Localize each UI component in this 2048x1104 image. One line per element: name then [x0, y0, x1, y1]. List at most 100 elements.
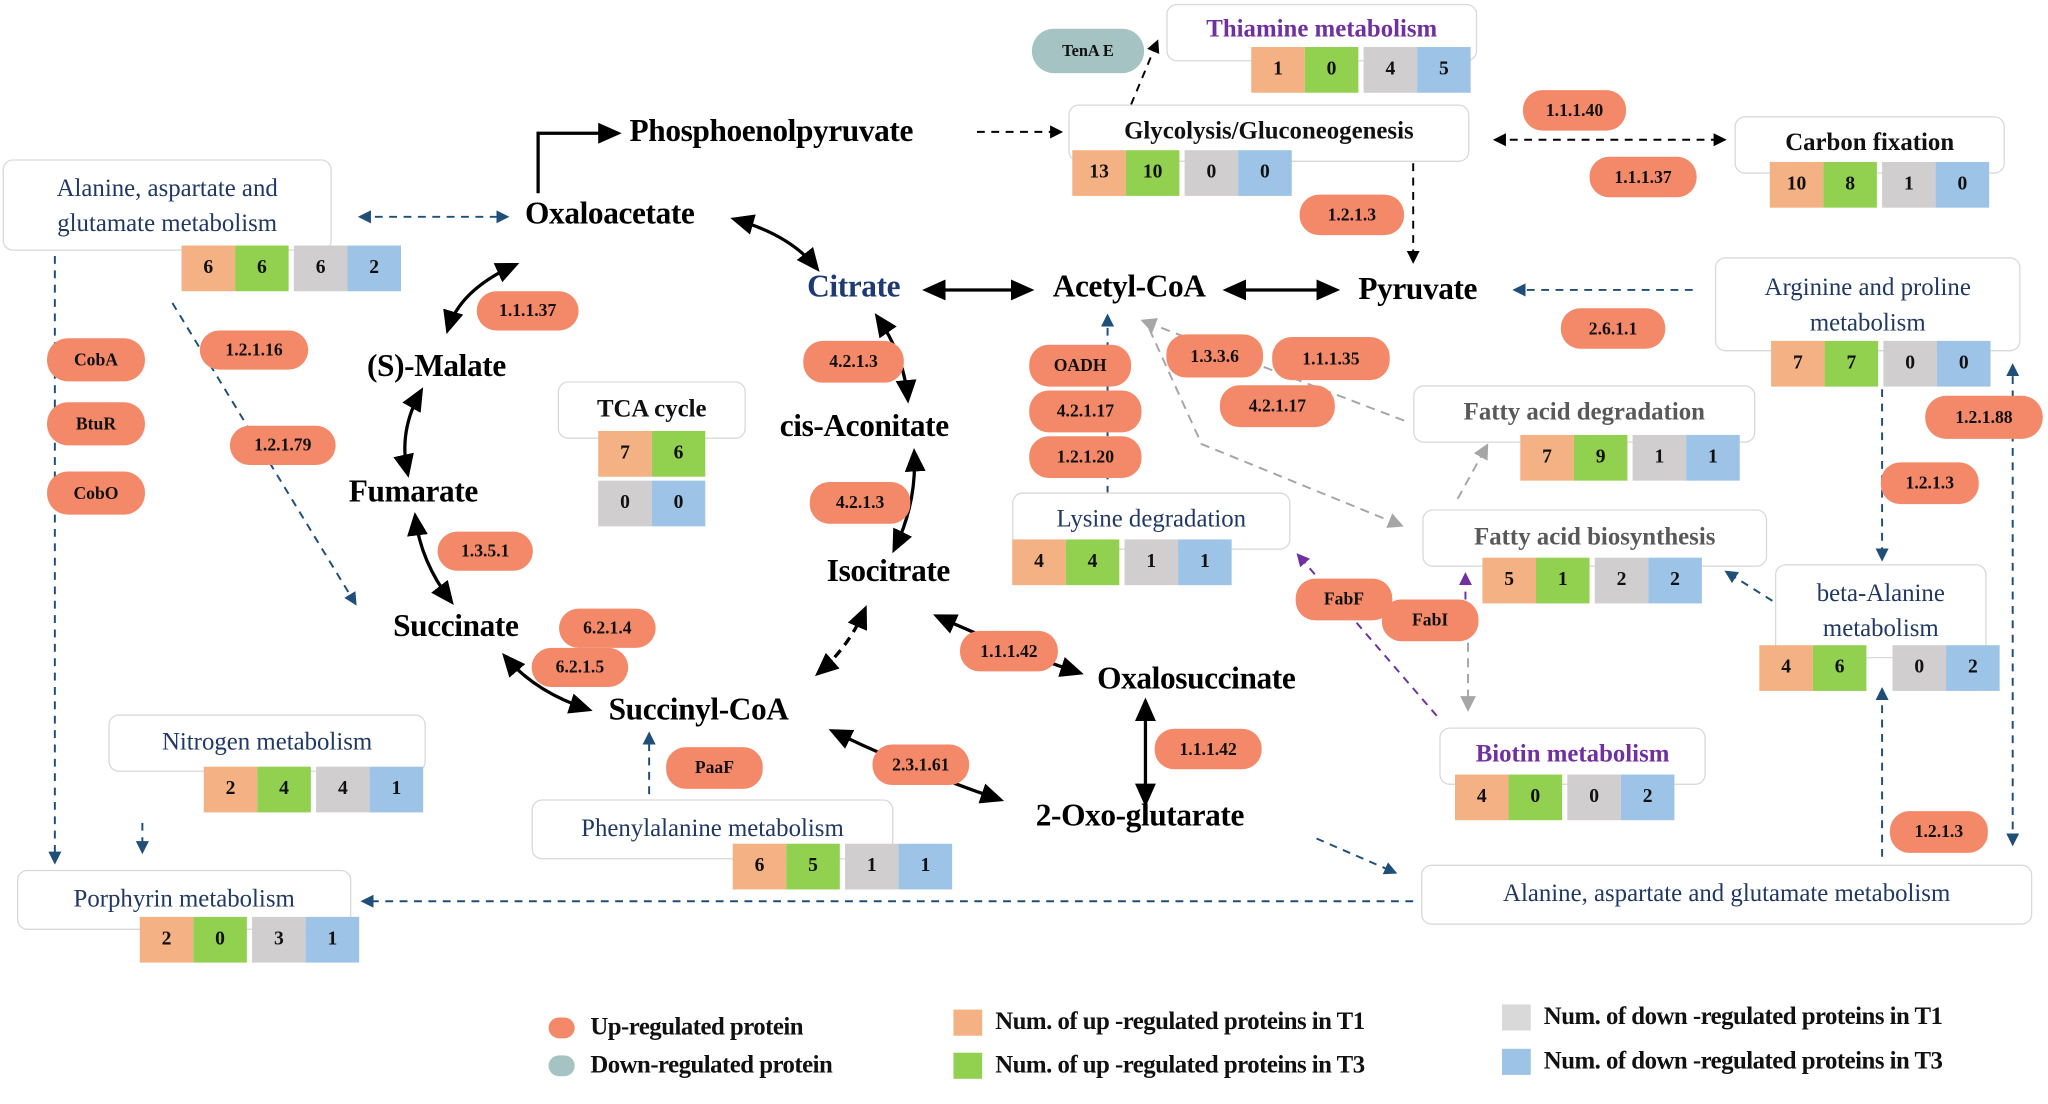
count-cells-beta-alanine: 4 6 0 2	[1759, 645, 2000, 691]
enzyme-pill[interactable]: 1.1.1.37	[476, 291, 579, 331]
count-up-t1: 7	[1771, 340, 1825, 387]
count-up-t1: 2	[203, 766, 258, 813]
arrow-malate-fumarate	[393, 387, 424, 478]
count-down-t3: 2	[1620, 774, 1675, 821]
enzyme-pill-fabi[interactable]: FabI	[1381, 599, 1479, 642]
count-up-t1: 2	[139, 916, 194, 963]
count-down-t1: 6	[293, 245, 348, 292]
pathway-alanine-aspartate-glutamate[interactable]: Alanine, aspartate and glutamate metabol…	[2, 159, 332, 251]
enzyme-pill[interactable]: 1.2.1.3	[1880, 462, 1979, 505]
count-up-t3: 9	[1573, 434, 1628, 481]
arrow-oxoglutarate-alanine	[1316, 837, 1398, 875]
metabolite-isocitrate: Isocitrate	[826, 555, 951, 590]
count-up-t1: 7	[598, 431, 652, 477]
enzyme-pill[interactable]: 1.2.1.79	[229, 425, 336, 465]
enzyme-pill[interactable]: 1.2.1.20	[1029, 436, 1142, 479]
count-up-t3: 6	[651, 431, 706, 477]
enzyme-pill[interactable]: 1.3.5.1	[437, 531, 533, 571]
pathway-title-line1: Alanine, aspartate and	[56, 175, 278, 203]
pathway-title-line1: Arginine and proline	[1764, 274, 1971, 302]
count-down-t3: 1	[305, 916, 360, 963]
pathway-alanine-aspartate-glutamate-bottom[interactable]: Alanine, aspartate and glutamate metabol…	[1421, 864, 2033, 925]
arrow-oxaloacetate-pep	[536, 122, 622, 194]
arrow-cisaconitate-isocitrate	[892, 447, 926, 554]
pathway-beta-alanine[interactable]: beta-Alanine metabolism	[1774, 564, 1987, 659]
count-down-t3: 5	[1417, 47, 1471, 93]
enzyme-pill[interactable]: 4.2.1.17	[1219, 385, 1335, 428]
count-down-t1: 3	[252, 916, 306, 963]
enzyme-pill-coba[interactable]: CobA	[47, 338, 145, 382]
enzyme-pill[interactable]: 1.2.1.3	[1299, 194, 1405, 236]
metabolite-pyruvate: Pyruvate	[1358, 272, 1478, 307]
legend-label: Num. of down -regulated proteins in T3	[1543, 1047, 1943, 1075]
arrow-glycolysis-thiamine	[1130, 39, 1160, 105]
legend-swatch-up-t1	[953, 1009, 983, 1036]
enzyme-pill[interactable]: 2.3.1.61	[872, 744, 970, 785]
enzyme-pill-fabf[interactable]: FabF	[1295, 578, 1393, 621]
count-up-t3: 0	[1508, 774, 1563, 821]
enzyme-pill[interactable]: 1.2.1.3	[1889, 811, 1988, 853]
enzyme-pill[interactable]: 1.1.1.35	[1272, 336, 1390, 381]
pathway-nitrogen-metabolism[interactable]: Nitrogen metabolism	[108, 714, 426, 772]
enzyme-pill[interactable]: 4.2.1.3	[803, 340, 904, 383]
enzyme-pill[interactable]: 4.2.1.3	[809, 481, 911, 524]
arrow-succinate-succinylcoa	[502, 652, 593, 714]
enzyme-pill[interactable]: 4.2.1.17	[1029, 390, 1142, 433]
enzyme-pill[interactable]: 2.6.1.1	[1560, 308, 1666, 349]
arrow-oxaloacetate-citrate	[730, 214, 820, 272]
count-down-t1: 0	[1567, 774, 1621, 821]
legend-label: Num. of up -regulated proteins in T3	[995, 1051, 1365, 1079]
pathway-fatty-acid-degradation[interactable]: Fatty acid degradation	[1413, 385, 1756, 443]
enzyme-pill-oadh[interactable]: OADH	[1029, 344, 1132, 387]
count-down-t1: 1	[845, 843, 899, 890]
enzyme-pill[interactable]: 1.2.1.16	[199, 330, 309, 370]
enzyme-pill[interactable]: 6.2.1.5	[531, 647, 629, 688]
pathway-arginine-proline[interactable]: Arginine and proline metabolism	[1714, 257, 2021, 352]
count-cells-thiamine: 1 0 4 5	[1251, 47, 1471, 93]
count-down-t3: 0	[1238, 150, 1292, 196]
legend-up-t1: Num. of up -regulated proteins in T1	[953, 1008, 1365, 1037]
count-down-t1: 1	[1124, 539, 1179, 586]
count-up-t1: 6	[732, 843, 787, 890]
count-down-t3: 2	[1648, 557, 1702, 604]
legend-swatch-up-t3	[953, 1052, 983, 1079]
legend-swatch-down-protein	[548, 1055, 575, 1077]
count-up-t3: 4	[1065, 539, 1120, 586]
legend-up-regulated-protein: Up-regulated protein	[548, 1014, 804, 1043]
count-cells-fatty-deg: 7 9 1 1	[1520, 434, 1740, 481]
arrow-oxaloacetate-malate	[443, 262, 520, 335]
arrow-fumarate-succinate	[407, 512, 454, 605]
count-down-t1: 1	[1632, 434, 1687, 481]
legend-label: Down-regulated protein	[590, 1051, 833, 1079]
enzyme-pill[interactable]: 1.3.3.6	[1166, 334, 1263, 378]
legend-down-t1: Num. of down -regulated proteins in T1	[1502, 1003, 1943, 1032]
enzyme-pill[interactable]: 1.1.1.37	[1589, 156, 1697, 198]
enzyme-pill[interactable]: 1.1.1.42	[959, 630, 1058, 672]
metabolite-2-oxo-glutarate: 2-Oxo-glutarate	[1035, 799, 1245, 834]
count-up-t1: 7	[1520, 434, 1574, 481]
enzyme-pill[interactable]: 1.1.1.42	[1154, 728, 1262, 770]
enzyme-pill-btur[interactable]: BtuR	[47, 402, 145, 446]
count-cells-phenylalanine: 6 5 1 1	[732, 843, 953, 890]
enzyme-pill[interactable]: 6.2.1.4	[559, 608, 656, 648]
pathway-phenylalanine-metabolism[interactable]: Phenylalanine metabolism	[531, 799, 894, 860]
count-cells-arginine: 7 7 0 0	[1771, 340, 1991, 387]
count-up-t3: 0	[1304, 47, 1359, 93]
enzyme-pill[interactable]: 1.1.1.40	[1522, 90, 1627, 131]
enzyme-pill-paaf[interactable]: PaaF	[666, 747, 763, 789]
enzyme-pill-tenae[interactable]: TenA E	[1031, 28, 1145, 74]
enzyme-pill[interactable]: 1.2.1.88	[1925, 395, 2043, 439]
count-down-t3: 1	[1686, 434, 1740, 481]
count-cells-biotin: 4 0 0 2	[1454, 774, 1675, 821]
count-down-t1: 0	[1892, 645, 1947, 691]
pathway-fatty-acid-biosynthesis[interactable]: Fatty acid biosynthesis	[1422, 509, 1768, 567]
metabolite-phosphoenolpyruvate: Phosphoenolpyruvate	[629, 114, 914, 149]
pathway-title-line2: metabolism	[1822, 615, 1939, 643]
count-down-t3: 1	[1178, 539, 1232, 586]
pathway-title-line1: beta-Alanine	[1816, 579, 1945, 608]
enzyme-pill-cobo[interactable]: CobO	[47, 471, 145, 515]
count-down-t3: 0	[1936, 340, 1991, 387]
count-down-t1: 4	[1363, 47, 1418, 93]
metabolite-oxaloacetate: Oxaloacetate	[525, 197, 695, 232]
